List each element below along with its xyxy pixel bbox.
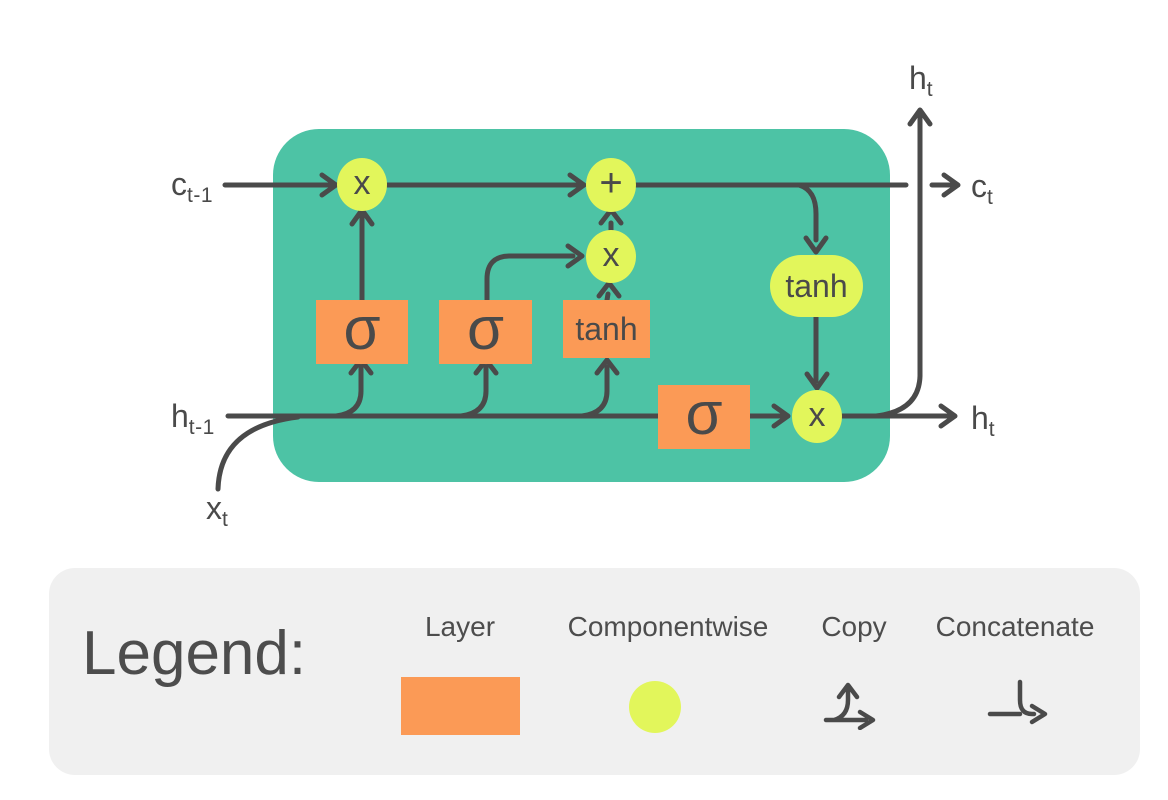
legend-panel: Legend: Layer Componentwise Copy Concate… [49, 568, 1140, 775]
multiply-node-forget: x [337, 158, 387, 211]
label-x-input-sub: t [222, 508, 229, 531]
legend-title: Legend: [82, 619, 307, 688]
label-h-prev: ht-1 [171, 400, 215, 438]
label-c-prev-sub: t-1 [187, 184, 214, 207]
label-h-out-right: ht [971, 402, 995, 440]
label-h-out-top-sub: t [926, 78, 934, 101]
label-h-prev-sub: t-1 [188, 416, 215, 439]
label-x-input-main: x [206, 490, 222, 526]
label-h-prev-main: h [171, 398, 189, 434]
label-h-out-right-main: h [971, 400, 989, 436]
label-c-prev-main: c [171, 166, 187, 202]
wire-cell-state-out [929, 172, 961, 198]
label-c-out-sub: t [987, 186, 994, 209]
layer-swatch [401, 677, 520, 735]
label-x-input: xt [206, 492, 228, 530]
label-h-out-right-sub: t [988, 418, 996, 441]
copy-split-arrow-icon [823, 682, 876, 730]
legend-label-concatenate: Concatenate [935, 611, 1095, 642]
legend-label-copy: Copy [821, 611, 887, 642]
label-c-out-main: c [971, 168, 987, 204]
legend-label-layer: Layer [424, 611, 496, 642]
label-h-out-top: ht [909, 62, 933, 100]
concatenate-merge-arrow-icon [987, 679, 1048, 725]
multiply-node-input: x [586, 230, 636, 283]
label-c-out: ct [971, 170, 993, 208]
componentwise-swatch [629, 681, 681, 733]
output-gate-sigma-layer: σ [658, 384, 750, 449]
forget-gate-sigma-layer: σ [316, 299, 408, 364]
add-node-cell-state: + [586, 158, 636, 212]
legend-label-componentwise: Componentwise [567, 611, 769, 642]
candidate-tanh-layer: tanh [563, 300, 650, 358]
tanh-activation-node: tanh [770, 255, 863, 317]
label-h-out-top-main: h [909, 60, 927, 96]
label-c-prev: ct-1 [171, 168, 213, 206]
input-gate-sigma-layer: σ [439, 299, 532, 364]
multiply-node-output: x [792, 390, 842, 443]
